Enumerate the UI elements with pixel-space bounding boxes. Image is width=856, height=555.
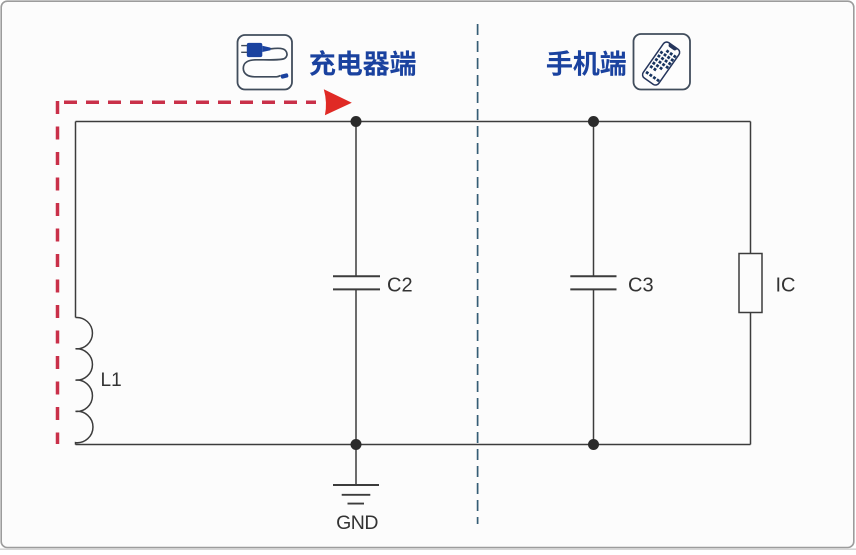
svg-text:L1: L1: [101, 370, 122, 391]
svg-text:IC: IC: [776, 275, 796, 297]
svg-text:C3: C3: [628, 275, 654, 297]
svg-text:GND: GND: [336, 512, 378, 534]
svg-text:C2: C2: [387, 275, 413, 297]
